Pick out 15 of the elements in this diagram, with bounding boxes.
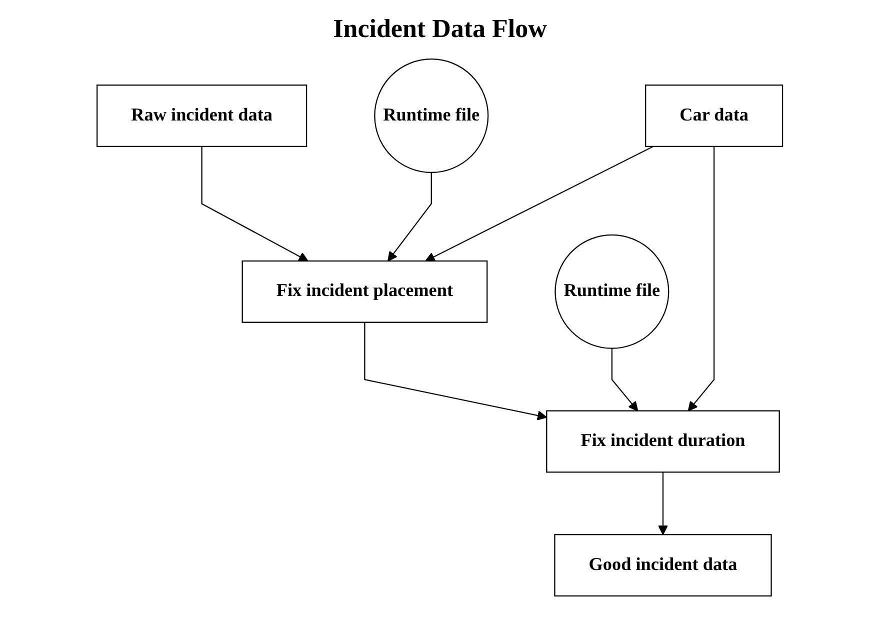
node-box: Raw incident data xyxy=(96,84,308,148)
node-circle: Runtime file xyxy=(554,234,670,349)
node-circle: Runtime file xyxy=(374,58,489,174)
arrow xyxy=(201,146,309,262)
node-box: Good incident data xyxy=(554,534,772,596)
diagram-title: Incident Data Flow xyxy=(332,14,548,44)
arrow xyxy=(388,172,432,262)
arrow xyxy=(364,322,548,420)
arrow xyxy=(658,472,668,536)
node-box: Fix incident placement xyxy=(242,260,488,323)
arrow xyxy=(612,348,638,412)
node-box: Car data xyxy=(645,84,784,148)
node-box: Fix incident duration xyxy=(546,410,780,473)
arrow xyxy=(688,146,715,412)
arrow xyxy=(425,146,654,262)
